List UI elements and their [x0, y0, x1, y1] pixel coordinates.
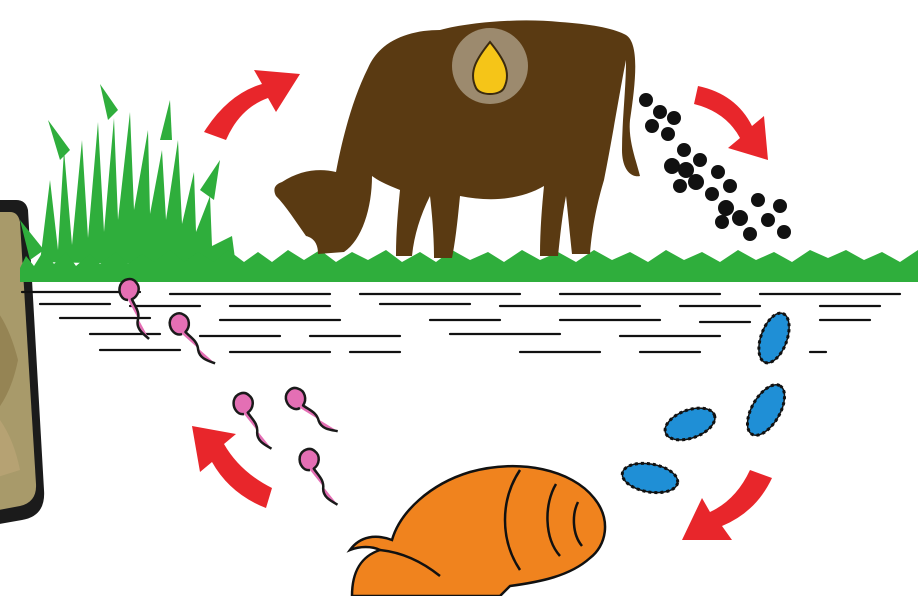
cercaria-icon	[297, 446, 338, 512]
cercaria-icon	[118, 277, 149, 342]
arrow-icon	[694, 86, 768, 160]
miracidium-icon	[740, 379, 792, 441]
cercaria-icon	[166, 309, 215, 374]
arrow-icon	[682, 470, 772, 540]
grass-tuft	[20, 84, 236, 266]
cercaria-icon	[282, 383, 338, 444]
cow-icon	[274, 20, 640, 258]
cercaria-icon	[231, 390, 272, 456]
snail-icon	[350, 466, 605, 596]
miracidium-icon	[661, 402, 719, 446]
arrow-icon	[204, 70, 300, 140]
miracidium-icon	[753, 309, 795, 367]
miracidium-icon	[620, 459, 680, 496]
miracidia-group	[620, 309, 795, 497]
eggs-icon	[639, 93, 791, 241]
